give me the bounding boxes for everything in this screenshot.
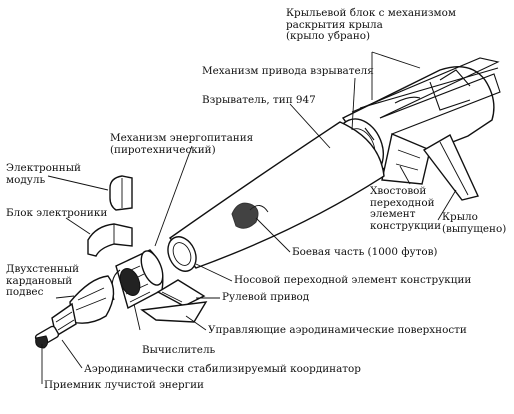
label-wing-block: Крыльевой блок с механизмом раскрытия кр… <box>286 7 456 42</box>
label-fuze-drive: Механизм привода взрывателя <box>202 65 374 77</box>
label-wing-deployed: Крыло (выпущено) <box>442 211 507 235</box>
deployed-wing <box>422 134 479 201</box>
seeker-head <box>34 275 115 349</box>
label-warhead: Боевая часть (1000 футов) <box>292 246 438 258</box>
electronics-block-part <box>87 223 133 257</box>
guidance-section <box>111 249 164 310</box>
label-electronics-block: Блок электроники <box>6 207 108 219</box>
label-coordinator: Аэродинамически стабилизируемый координа… <box>84 363 361 375</box>
tail-adapter <box>381 133 431 185</box>
label-nose-adapter: Носовой переходной элемент конструкции <box>234 274 472 286</box>
label-computer: Вычислитель <box>142 344 216 356</box>
label-control-surfaces: Управляющие аэродинамические поверхности <box>208 324 467 336</box>
control-fin <box>140 301 208 323</box>
label-receiver: Приемник лучистой энергии <box>44 379 204 391</box>
label-tail-adapter: Хвостовой переходной элемент конструкции <box>370 185 442 232</box>
warhead-body <box>168 121 385 269</box>
electronic-module-part <box>109 175 133 211</box>
rudder-drive-part <box>156 279 206 307</box>
label-fuze: Взрыватель, тип 947 <box>202 94 316 106</box>
nose-adapter-ring <box>167 236 197 272</box>
label-electronic-module: Электронный модуль <box>6 162 81 186</box>
leader-lines <box>41 51 457 384</box>
label-gimbal: Двухстенный кардановый подвес <box>6 263 80 298</box>
label-rudder-drive: Рулевой привод <box>222 291 310 303</box>
label-power-mech: Механизм энергопитания (пиротехнический) <box>110 132 254 156</box>
